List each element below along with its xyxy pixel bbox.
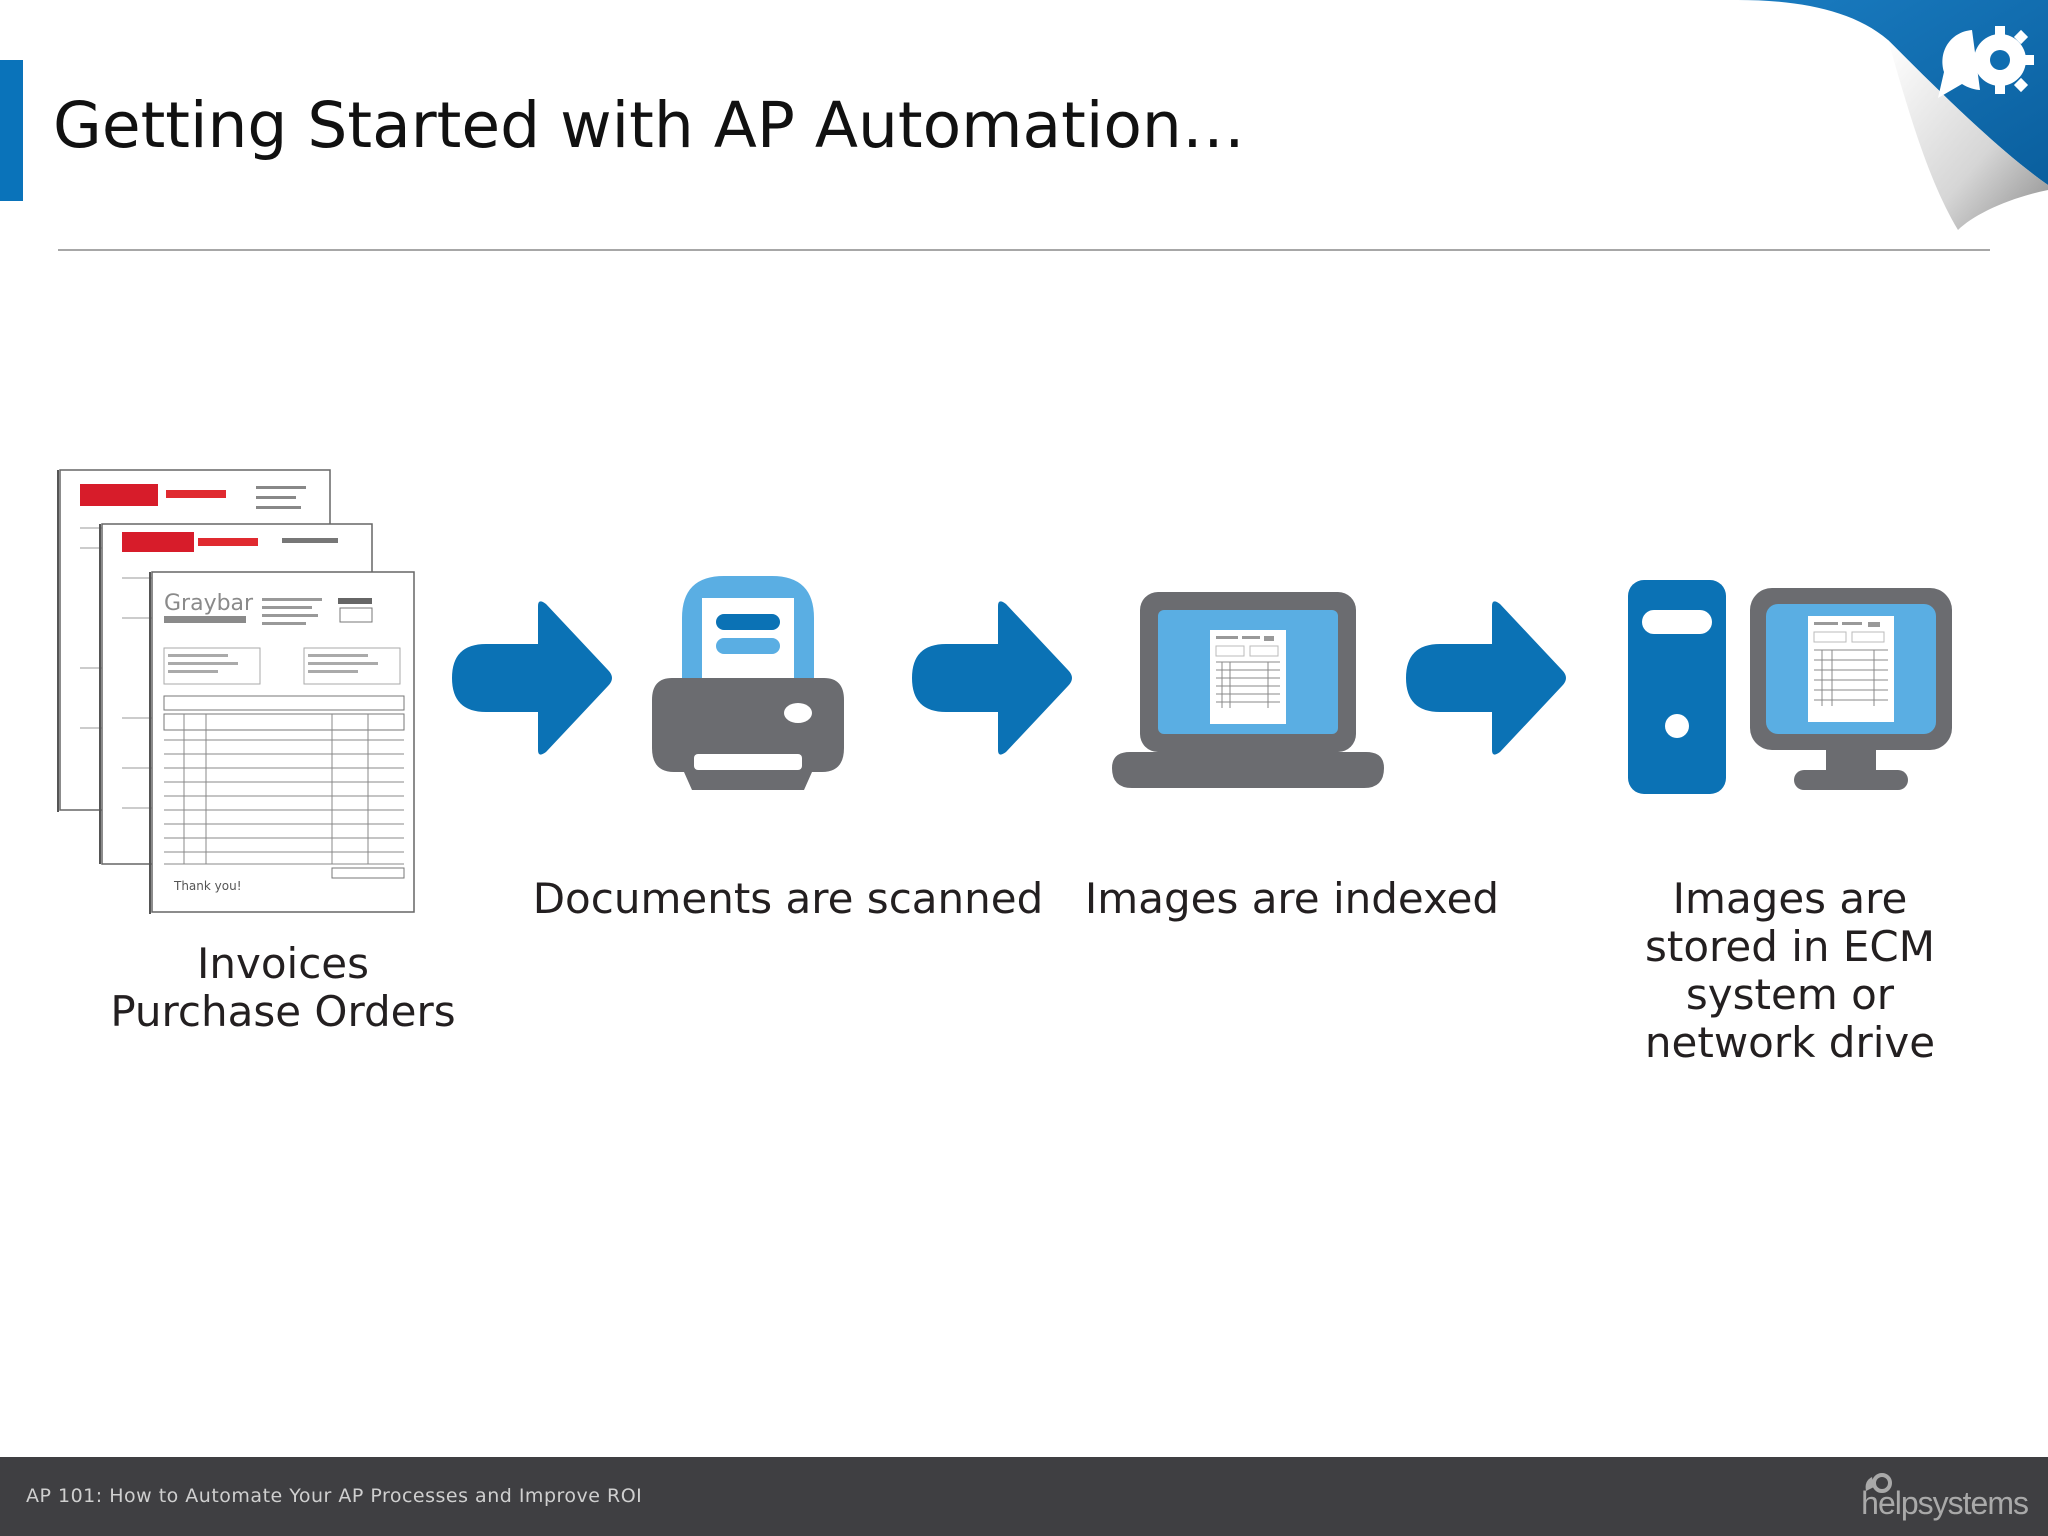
step-label-line: stored in ECM <box>1645 922 1935 971</box>
step-label-line: Images are indexed <box>1084 874 1500 923</box>
step-label-scanned: Documents are scanned <box>530 875 1046 923</box>
slide-footer: AP 101: How to Automate Your AP Processe… <box>0 1457 2048 1536</box>
helpsystems-logo: helpsystems <box>1828 1473 2029 1521</box>
title-divider <box>58 249 1990 251</box>
printer-scanner-icon <box>652 576 844 790</box>
step-label-line: Invoices <box>196 939 370 988</box>
slide-title: Getting Started with AP Automation… <box>53 89 1245 162</box>
invoice-stack-icon: Graybar Thank you! <box>57 469 415 914</box>
arrow-right-icon <box>452 601 612 755</box>
thank-you-note: Thank you! <box>173 879 242 893</box>
title-accent-bar <box>0 60 23 201</box>
step-label-line: network drive <box>1644 1018 1936 1067</box>
step-label-indexed: Images are indexed <box>1070 875 1514 923</box>
step-label-line: Purchase Orders <box>110 987 456 1036</box>
laptop-icon <box>1112 592 1384 788</box>
step-label-invoices: Invoices Purchase Orders <box>88 940 478 1036</box>
step-label-stored: Images are stored in ECM system or netwo… <box>1600 875 1980 1067</box>
arrow-right-icon <box>912 601 1072 755</box>
arrow-right-icon <box>1406 601 1566 755</box>
logo-wordmark: helpsystems <box>1861 1485 2029 1521</box>
server-monitor-icon <box>1628 580 1952 794</box>
step-label-line: system or <box>1685 970 1895 1019</box>
page-curl-logo-icon <box>1738 0 2048 230</box>
logo-mark-icon <box>1865 1473 1892 1493</box>
step-label-line: Images are <box>1672 874 1908 923</box>
step-label-line: Documents are scanned <box>532 874 1044 923</box>
footer-caption: AP 101: How to Automate Your AP Processe… <box>26 1485 643 1507</box>
graybar-logo-text: Graybar <box>164 591 254 616</box>
